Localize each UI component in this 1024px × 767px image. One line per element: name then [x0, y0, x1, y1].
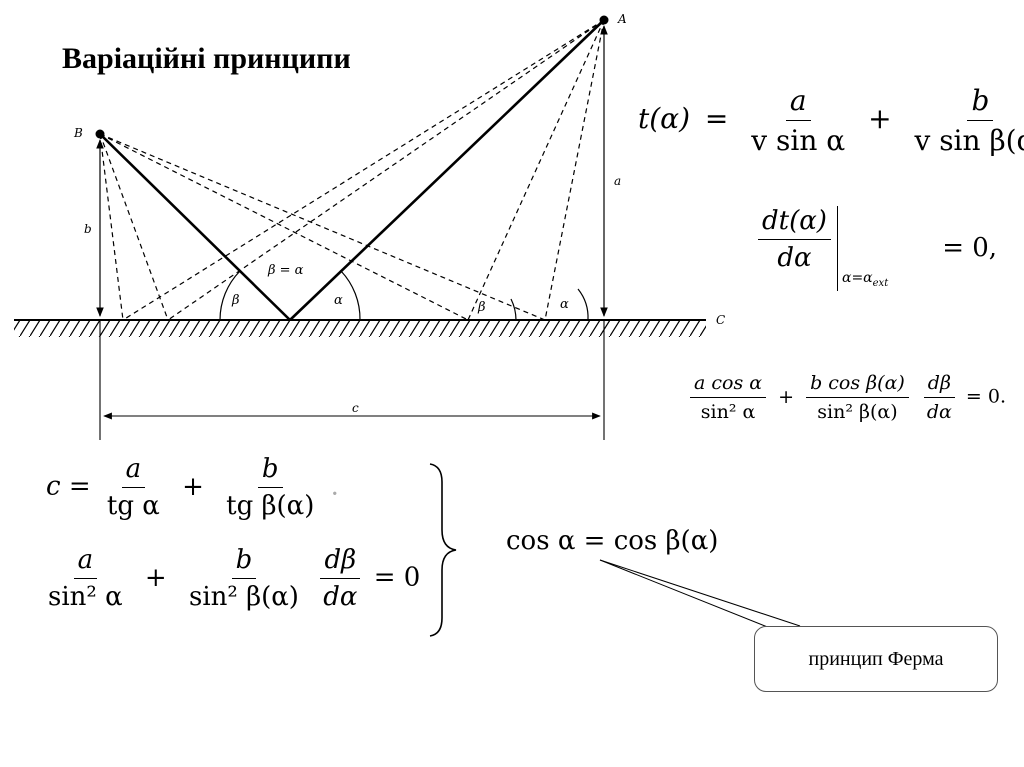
formula-cos-num1: a cos α: [690, 372, 767, 398]
formula-cos-dden: dα: [926, 401, 952, 423]
formula-c-den2: tg β(α): [226, 491, 315, 521]
formula-sin-frac1: a sin² α: [44, 545, 127, 612]
label-angle-alpha-mid: α: [334, 293, 343, 308]
formula-sin-plus: +: [144, 562, 167, 593]
formula-c-end: .: [330, 471, 339, 502]
formula-c-lhs: c =: [46, 471, 91, 502]
formula-c-den1: tg α: [106, 491, 160, 521]
formula-time-frac1: a v sin α: [747, 84, 849, 157]
formula-cos-plus: +: [778, 385, 795, 408]
formula-time-frac2: b v sin β(α): [910, 84, 1024, 157]
formula-sin-frac3: dβ dα: [319, 545, 361, 612]
formula-result: cos α = cos β(α): [506, 526, 719, 556]
label-b-point: B: [73, 126, 83, 140]
formula-time-plus: +: [868, 102, 892, 135]
fermat-pointer-lines: [599, 559, 801, 629]
formula-cos-den1: sin² α: [700, 401, 756, 423]
formula-cos-condition: a cos α sin² α + b cos β(α) sin² β(α) dβ…: [686, 372, 1006, 423]
formula-derivative-sub: α=αext: [842, 270, 889, 289]
fermat-principle-label: принцип Ферма: [808, 647, 944, 670]
formula-sin-frac2: b sin² β(α): [185, 545, 303, 612]
formula-time-den2: v sin β(α): [914, 124, 1024, 157]
label-distance-c: c: [352, 401, 359, 415]
formula-cos-frac3: dβ dα: [923, 372, 956, 423]
formula-derivative-num: dt(α): [758, 206, 831, 240]
label-angle-beta-left: β: [231, 293, 240, 308]
formula-derivative-den: dα: [777, 243, 812, 273]
point-b-dot: [95, 129, 105, 139]
formula-time-num2: b: [967, 84, 994, 121]
label-angle-beta-right: β: [477, 300, 486, 315]
label-height-b: b: [84, 222, 92, 236]
formula-sin-rhs: = 0: [373, 562, 421, 593]
formula-derivative: dt(α) dα α=αext = 0,: [754, 206, 997, 291]
label-angle-alpha-right: α: [560, 297, 569, 312]
mirror-surface: [14, 319, 706, 337]
formula-c-num2: b: [257, 454, 283, 488]
formula-cos-frac2: b cos β(α) sin² β(α): [806, 372, 909, 423]
angle-arcs: [219, 270, 589, 321]
formula-derivative-rhs: = 0,: [942, 232, 998, 263]
label-a-point: A: [617, 12, 627, 26]
formula-time-eq: =: [704, 102, 729, 135]
formula-cos-frac1: a cos α sin² α: [690, 372, 767, 423]
formula-cos-dnum: dβ: [923, 372, 955, 398]
height-arrows: [96, 25, 608, 317]
formula-time-lhs: t(α): [638, 102, 691, 135]
formula-sin-dnum: dβ: [320, 545, 361, 579]
formula-c-frac1: a tg α: [103, 454, 164, 521]
formula-cos-num2: b cos β(α): [806, 372, 909, 398]
formula-c-frac2: b tg β(α): [222, 454, 318, 521]
formula-sin-den2: sin² β(α): [188, 582, 299, 612]
formula-sin-dden: dα: [323, 582, 358, 612]
formula-time-den1: v sin α: [751, 124, 846, 157]
formula-time-num1: a: [785, 84, 811, 121]
formula-cos-rhs: = 0.: [965, 385, 1006, 408]
formula-c: c = a tg α + b tg β(α) .: [46, 454, 339, 521]
light-path: [99, 19, 605, 321]
slide-title: Варіаційні принципи: [62, 42, 351, 75]
point-a-dot: [599, 15, 609, 25]
formula-c-num1: a: [121, 454, 146, 488]
alternative-rays: [99, 19, 605, 321]
distance-dimension: [99, 320, 605, 440]
label-height-a: a: [614, 174, 621, 188]
fermat-principle-box: принцип Ферма: [754, 626, 998, 692]
formula-sin-num2: b: [231, 545, 257, 579]
formula-time: t(α) = a v sin α + b v sin β(α): [638, 84, 1024, 157]
formula-sin-num1: a: [73, 545, 98, 579]
label-beta-equals-alpha: β = α: [267, 263, 304, 278]
label-c-point: C: [716, 313, 725, 327]
system-brace: [429, 463, 457, 637]
formula-sin: a sin² α + b sin² β(α) dβ dα = 0: [40, 545, 420, 612]
formula-sin-den1: sin² α: [48, 582, 123, 612]
formula-derivative-frac: dt(α) dα: [758, 206, 838, 291]
formula-cos-den2: sin² β(α): [817, 401, 898, 423]
formula-c-plus: +: [182, 471, 204, 502]
